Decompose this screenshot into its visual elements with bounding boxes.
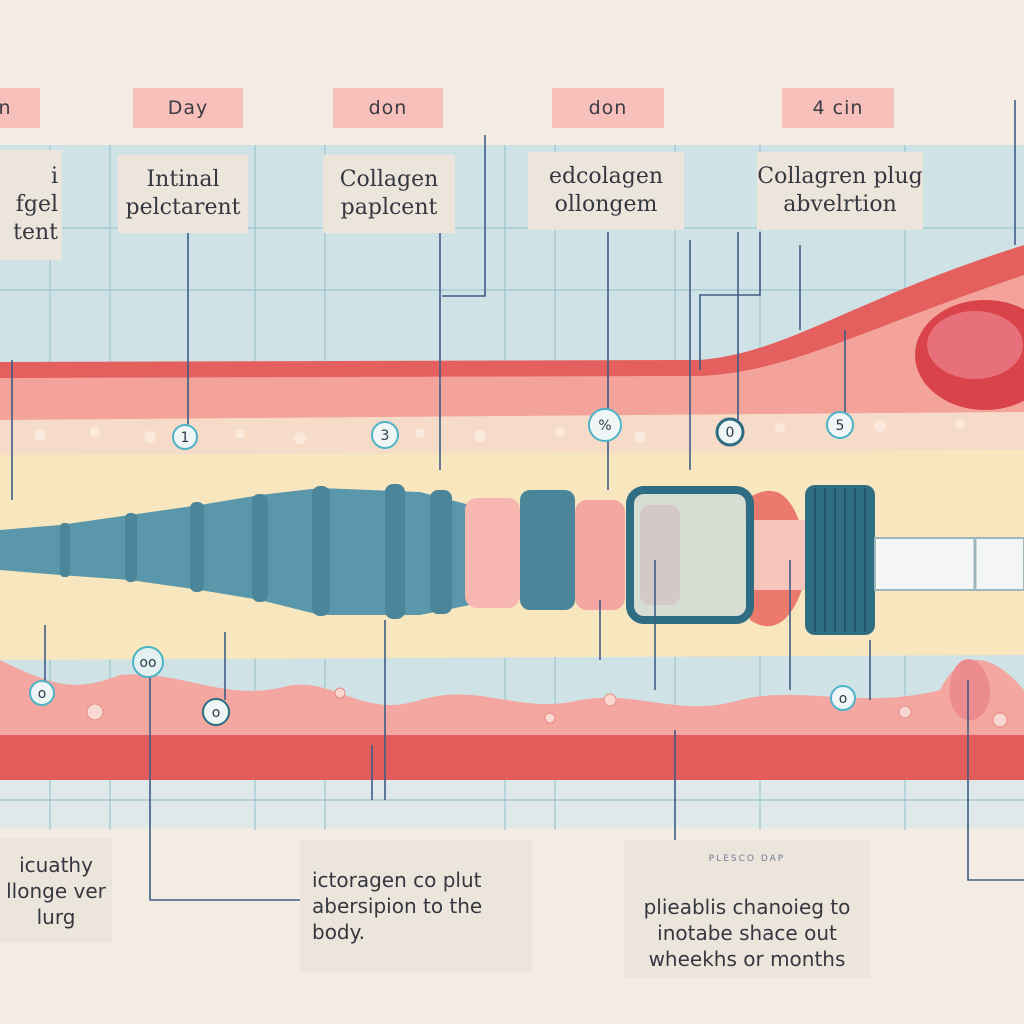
wall-nodule-icon [949, 659, 991, 721]
upper-wall-fatty-layer [0, 412, 1024, 455]
leader-lines [11, 100, 1024, 901]
top-label-5: Collagren plug abvelrtion [757, 152, 923, 230]
bottom-label-3: PLESCO DAP plieablis chanoieg to inotabe… [624, 840, 870, 978]
top-label-1: i fgel tent [0, 150, 62, 260]
svg-text:1: 1 [181, 430, 190, 446]
plug-housing-ring [626, 486, 754, 624]
lower-wall-cells [86, 687, 1008, 728]
top-label-2: Intinal pelctarent [118, 155, 248, 233]
svg-text:3: 3 [381, 428, 390, 444]
svg-text:o: o [38, 686, 47, 702]
svg-text:o: o [212, 705, 221, 721]
svg-text:5: 5 [836, 418, 845, 434]
teal-cap-ring [805, 485, 875, 635]
marker-group: 1 3 % 0 5 o oo o o [29, 408, 856, 726]
svg-text:oo: oo [139, 655, 156, 671]
nodule-highlight [927, 311, 1023, 379]
upper-wall-cells [34, 419, 965, 444]
stage-header-1: n [0, 88, 40, 128]
bottom-label-3-caption: PLESCO DAP [708, 854, 786, 864]
bottom-label-1: icuathy llonge ver lurg [0, 838, 112, 943]
upper-wall-inner-layer [0, 275, 1024, 430]
stage-header-2: Day [133, 88, 243, 128]
syringe-icon [874, 537, 1024, 591]
svg-text:o: o [839, 691, 848, 707]
device-icon [0, 484, 575, 619]
svg-text:0: 0 [726, 425, 735, 441]
top-label-3: Collagen paplcent [323, 155, 455, 233]
stage-header-5: 4 cin [782, 88, 894, 128]
stage-header-4: don [552, 88, 664, 128]
bottom-label-2: ictoragen co plut abersipion to the body… [300, 840, 532, 972]
lower-wall-outer-layer [0, 735, 1024, 780]
svg-text:%: % [598, 418, 611, 434]
top-label-4: edcolagen ollongem [528, 152, 684, 230]
stage-header-3: don [333, 88, 443, 128]
cap-ridges [814, 488, 866, 632]
